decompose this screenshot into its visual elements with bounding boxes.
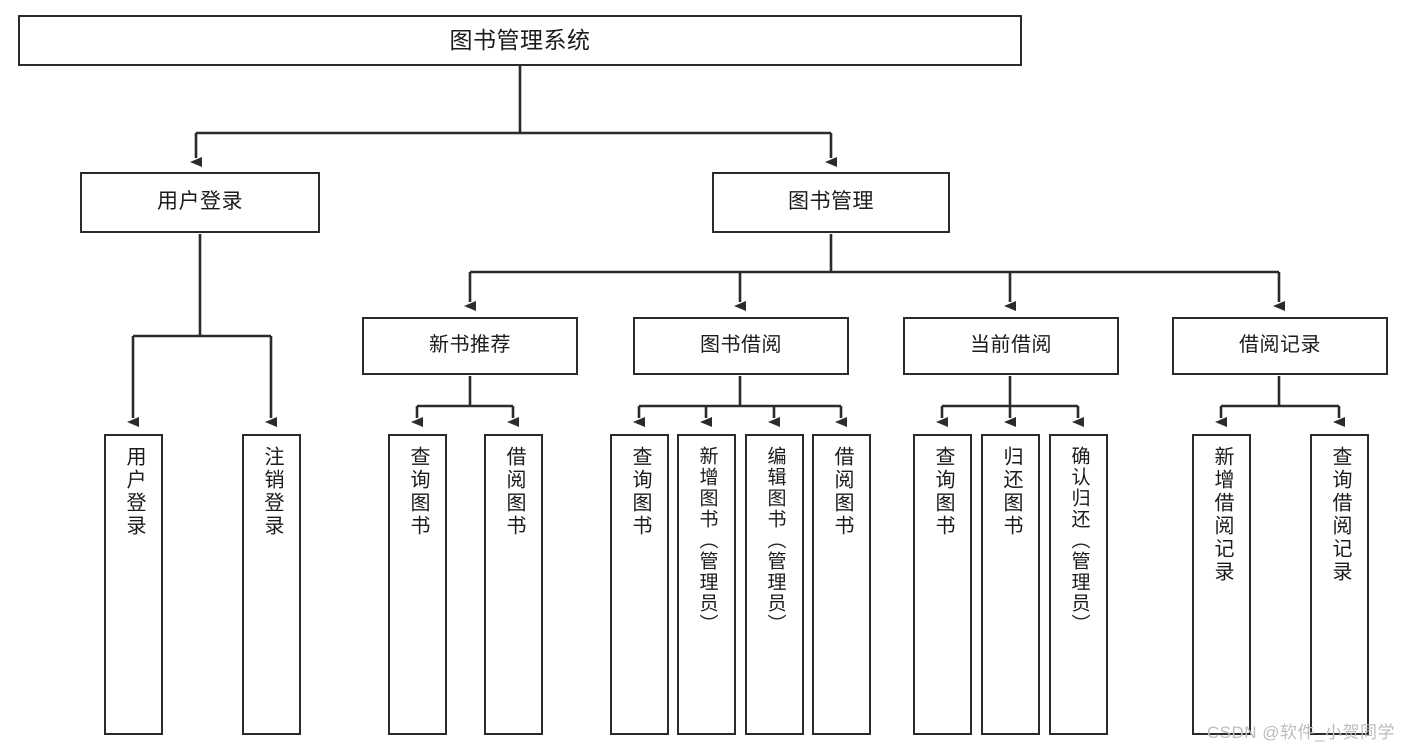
leaf-query-book-1[interactable]: 查询图书 [388,434,447,735]
leaf-return-book[interactable]: 归还图书 [981,434,1040,735]
leaf-query-book-1-label: 查询图书 [407,446,429,538]
leaf-add-record[interactable]: 新增借阅记录 [1192,434,1251,735]
leaf-query-book-2[interactable]: 查询图书 [610,434,669,735]
node-borrow-record[interactable]: 借阅记录 [1172,317,1388,375]
node-borrow-record-label: 借阅记录 [1239,334,1321,357]
node-user-login-label: 用户登录 [157,190,243,214]
leaf-borrow-book-2-label: 借阅图书 [831,446,853,538]
leaf-query-record[interactable]: 查询借阅记录 [1310,434,1369,735]
node-root-label: 图书管理系统 [449,26,591,53]
node-book-management[interactable]: 图书管理 [712,172,950,233]
leaf-user-login-label: 用户登录 [123,446,145,538]
node-book-borrow-label: 图书借阅 [700,334,782,357]
node-book-management-label: 图书管理 [788,190,874,214]
csdn-watermark: CSDN @软件_小贺同学 [1206,723,1395,742]
leaf-confirm-return-label: 确认归还（管理员） [1068,446,1090,635]
leaf-add-book-label: 新增图书（管理员） [696,446,718,635]
leaf-add-book[interactable]: 新增图书（管理员） [677,434,736,735]
leaf-user-login[interactable]: 用户登录 [104,434,163,735]
leaf-query-book-3[interactable]: 查询图书 [913,434,972,735]
node-current-borrow[interactable]: 当前借阅 [903,317,1119,375]
leaf-query-book-2-label: 查询图书 [629,446,651,538]
node-root[interactable]: 图书管理系统 [18,15,1022,66]
leaf-user-logout-label: 注销登录 [261,446,283,538]
leaf-edit-book-label: 编辑图书（管理员） [764,446,786,635]
leaf-borrow-book-1-label: 借阅图书 [503,446,525,538]
node-book-borrow[interactable]: 图书借阅 [633,317,849,375]
node-user-login[interactable]: 用户登录 [80,172,320,233]
leaf-query-book-3-label: 查询图书 [932,446,954,538]
leaf-return-book-label: 归还图书 [1000,446,1022,538]
leaf-borrow-book-2[interactable]: 借阅图书 [812,434,871,735]
leaf-add-record-label: 新增借阅记录 [1211,446,1233,584]
node-new-book-recommend[interactable]: 新书推荐 [362,317,578,375]
node-new-book-recommend-label: 新书推荐 [429,334,511,357]
leaf-edit-book[interactable]: 编辑图书（管理员） [745,434,804,735]
leaf-borrow-book-1[interactable]: 借阅图书 [484,434,543,735]
leaf-user-logout[interactable]: 注销登录 [242,434,301,735]
leaf-confirm-return[interactable]: 确认归还（管理员） [1049,434,1108,735]
leaf-query-record-label: 查询借阅记录 [1329,446,1351,584]
node-current-borrow-label: 当前借阅 [970,334,1052,357]
